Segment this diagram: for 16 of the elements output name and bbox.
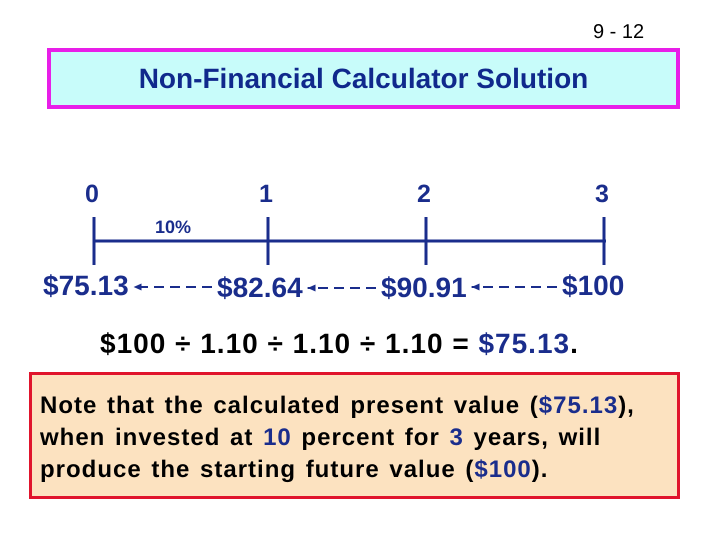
dashed-arrow — [472, 284, 557, 290]
dashed-arrow — [134, 284, 212, 290]
equation-text: $100 ÷ 1.10 ÷ 1.10 ÷ 1.10 = $75.13. — [100, 328, 579, 360]
amount-label: $100 — [557, 270, 630, 302]
amount-label: $75.13 — [38, 270, 134, 302]
title-banner: Non-Financial Calculator Solution — [47, 48, 680, 109]
note-box: Note that the calculated present value ($75.13), when invested at 10 percent for 3 years, will produce the starting future value ($100). — [29, 372, 680, 499]
dashed-arrow — [308, 284, 376, 292]
period-number: 2 — [417, 180, 431, 208]
period-number: 3 — [595, 180, 609, 208]
interest-rate-label: 10% — [155, 217, 192, 237]
period-number: 1 — [259, 180, 273, 208]
slide-number: 9 - 12 — [593, 20, 644, 44]
period-number: 0 — [85, 180, 99, 208]
amount-label: $82.64 — [212, 272, 308, 304]
amount-label: $90.91 — [376, 272, 472, 304]
